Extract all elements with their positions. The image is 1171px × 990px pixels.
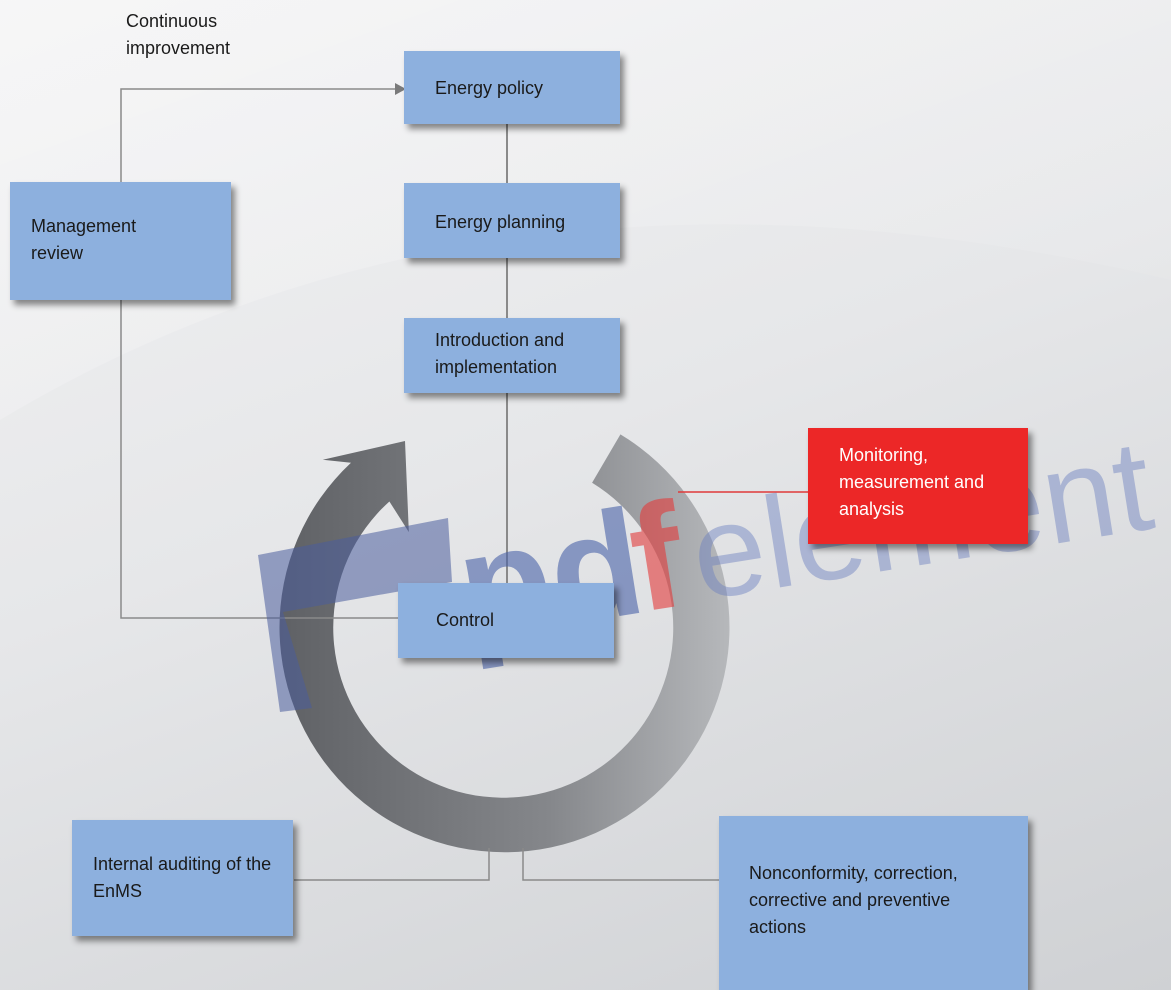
energy-planning-label: Energy planning <box>435 212 566 232</box>
nonconformity-label: Nonconformity, correction, corrective an… <box>749 863 958 937</box>
monitoring-label: Monitoring, measurement and analysis <box>839 445 985 519</box>
nonconformity-connector <box>522 848 719 881</box>
energy-planning-box: Energy planning <box>404 183 620 258</box>
management-review-label: Management review <box>31 216 137 263</box>
introduction-implementation-box: Introduction and implementation <box>404 318 620 393</box>
internal-auditing-label: Internal auditing of the EnMS <box>93 854 272 901</box>
energy-policy-label: Energy policy <box>435 78 544 98</box>
nonconformity-box: Nonconformity, correction, corrective an… <box>719 816 1028 990</box>
management-review-box: Management review <box>10 182 231 300</box>
review-control-connector <box>120 298 398 619</box>
continuous-improvement-label: Continuous improvement <box>126 11 231 58</box>
improvement-connector <box>120 88 395 182</box>
introduction-implementation-label: Introduction and implementation <box>435 330 565 377</box>
monitoring-box: Monitoring, measurement and analysis <box>808 428 1028 544</box>
energy-policy-box: Energy policy <box>404 51 620 124</box>
control-box: Control <box>398 583 614 658</box>
auditing-connector <box>294 848 490 881</box>
improvement-arrowhead <box>395 83 406 95</box>
control-label: Control <box>436 610 495 630</box>
watermark-logo-mark <box>258 518 452 712</box>
internal-auditing-box: Internal auditing of the EnMS <box>72 820 293 936</box>
